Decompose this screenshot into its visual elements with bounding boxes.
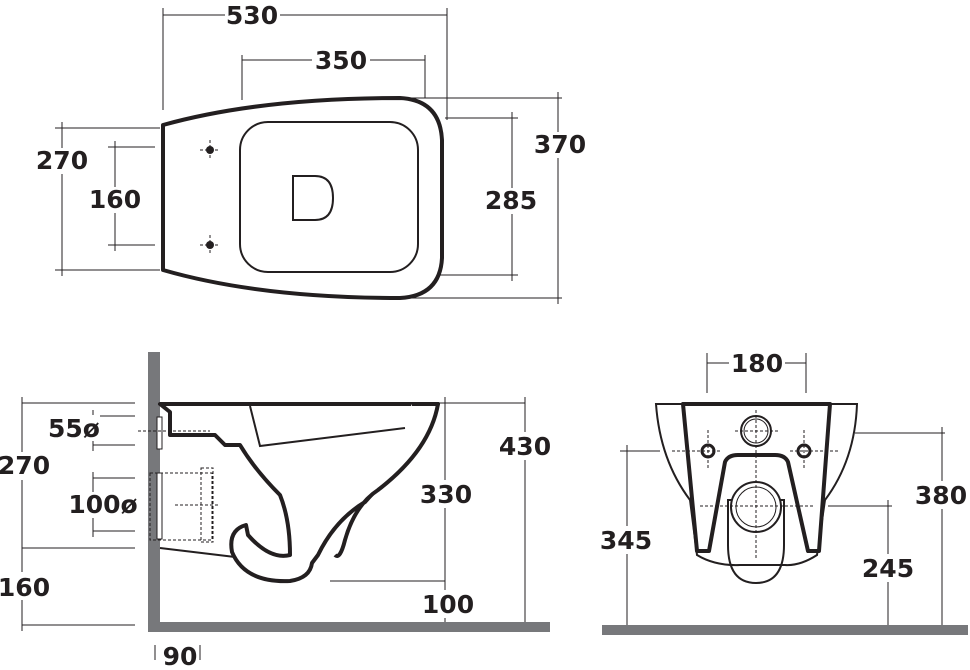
dim-seat-width: 285 <box>485 186 537 215</box>
dim-inlet-height: 270 <box>0 451 50 480</box>
dim-waste-diameter: 100ø <box>68 490 137 519</box>
floor <box>148 622 550 632</box>
dim-overall-width: 370 <box>534 130 586 159</box>
dim-rear-width: 270 <box>36 146 88 175</box>
front-view: 180 345 380 245 <box>599 349 970 635</box>
dim-fixing-height: 345 <box>600 526 652 555</box>
dim-fixing-centres: 160 <box>89 185 141 214</box>
dim-inlet-diameter: 55ø <box>48 414 100 443</box>
dim-rim-height: 430 <box>499 432 551 461</box>
dim-waste-height: 160 <box>0 573 50 602</box>
dim-wall-offset: 90 <box>163 642 198 670</box>
dim-fixing-spacing: 180 <box>731 349 783 378</box>
dim-bowl-depth: 330 <box>420 480 472 509</box>
side-view: 55ø 270 100ø 160 430 330 100 90 <box>0 352 554 670</box>
dim-bottom-clearance: 100 <box>422 590 474 619</box>
dim-waste-height-front: 245 <box>862 554 914 583</box>
floor <box>602 625 968 635</box>
dim-inlet-height-front: 380 <box>915 481 967 510</box>
top-view: 530 350 270 160 285 370 <box>35 1 587 304</box>
dim-overall-length: 530 <box>226 1 278 30</box>
dim-seat-length: 350 <box>315 46 367 75</box>
